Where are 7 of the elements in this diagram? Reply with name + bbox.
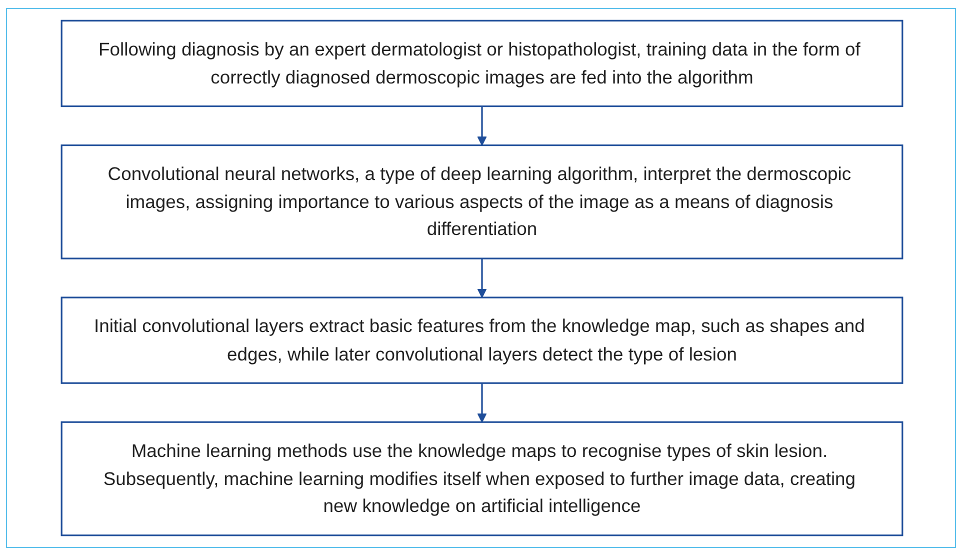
node-box: Following diagnosis by an expert dermatologist or histopathologist, training data in the form of correctly diagnosed dermoscopic images are fed into the algorithm bbox=[60, 20, 904, 108]
node-box: Machine learning methods use the knowledge maps to recognise types of skin lesion. Subsequently, machine learning modifies itself when exposed to further image data, creating new knowledge on artificial intelligence bbox=[60, 421, 904, 536]
node-box: Convolutional neural networks, a type of deep learning algorithm, interpret the dermoscopic images, assigning importance to various aspects of the image as a means of diagnosis differentiation bbox=[60, 144, 904, 260]
arrow bbox=[477, 258, 487, 298]
node-box: Initial convolutional layers extract basic features from the knowledge map, such as shapes and edges, while later convolutional layers detect the type of lesion bbox=[60, 296, 904, 384]
arrow bbox=[477, 383, 487, 423]
arrow bbox=[477, 106, 487, 146]
